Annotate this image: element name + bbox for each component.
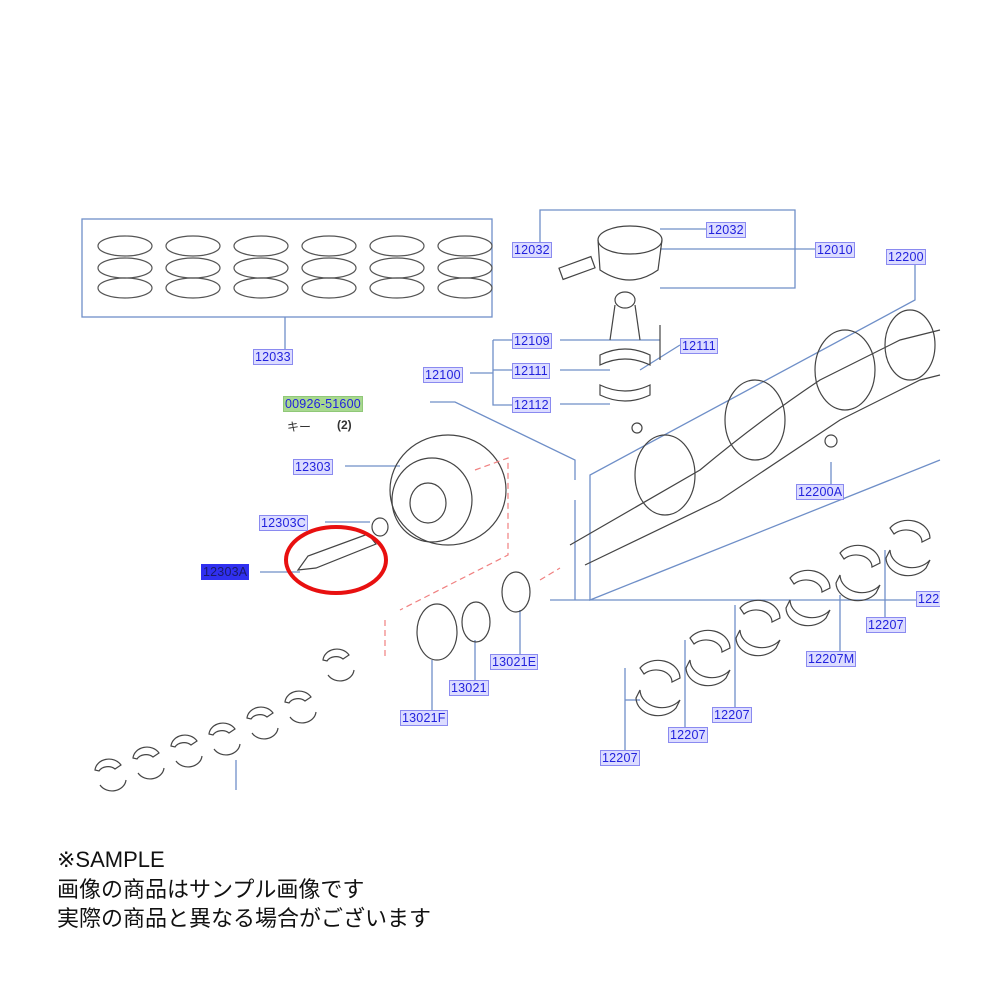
sample-notice-line3: 実際の商品と異なる場合がございます xyxy=(57,906,432,931)
label-12303[interactable]: 12303 xyxy=(293,459,333,475)
label-12109[interactable]: 12109 xyxy=(512,333,552,349)
label-12207-e-cut[interactable]: 122 xyxy=(916,591,941,607)
label-12111-cap[interactable]: 12111 xyxy=(512,363,550,379)
assembly-guide-lines xyxy=(384,457,561,660)
label-12032-pin[interactable]: 12032 xyxy=(706,222,746,238)
label-12100[interactable]: 12100 xyxy=(423,367,463,383)
key-qty: (2) xyxy=(337,418,352,432)
engine-parts-drawing xyxy=(94,225,941,792)
label-12112[interactable]: 12112 xyxy=(512,397,551,413)
label-12200[interactable]: 12200 xyxy=(886,249,926,265)
label-00926-51600[interactable]: 00926-51600 xyxy=(283,396,363,412)
label-13021F[interactable]: 13021F xyxy=(400,710,448,726)
label-12303A-selected[interactable]: 12303A xyxy=(201,564,250,580)
label-12207-b[interactable]: 12207 xyxy=(712,707,752,723)
label-12303C[interactable]: 12303C xyxy=(259,515,308,531)
label-13021E[interactable]: 13021E xyxy=(490,654,539,670)
label-12032-clip[interactable]: 12032 xyxy=(512,242,552,258)
label-12200A[interactable]: 12200A xyxy=(796,484,845,500)
sample-notice: ※SAMPLE xyxy=(57,847,165,872)
label-12010[interactable]: 12010 xyxy=(815,242,855,258)
leader-lines xyxy=(81,209,941,790)
label-13021[interactable]: 13021 xyxy=(449,680,489,696)
highlight-circle xyxy=(284,525,388,595)
label-12033[interactable]: 12033 xyxy=(253,349,293,365)
piston-rings xyxy=(97,235,493,299)
label-12207-c[interactable]: 12207 xyxy=(668,727,708,743)
sample-notice-line2: 画像の商品はサンプル画像です xyxy=(57,877,365,902)
label-12111-nut[interactable]: 12111 xyxy=(680,338,718,354)
label-12207-a[interactable]: 12207 xyxy=(866,617,906,633)
label-12207M[interactable]: 12207M xyxy=(806,651,857,667)
label-12207-d[interactable]: 12207 xyxy=(600,750,640,766)
key-name: キー xyxy=(287,420,312,434)
